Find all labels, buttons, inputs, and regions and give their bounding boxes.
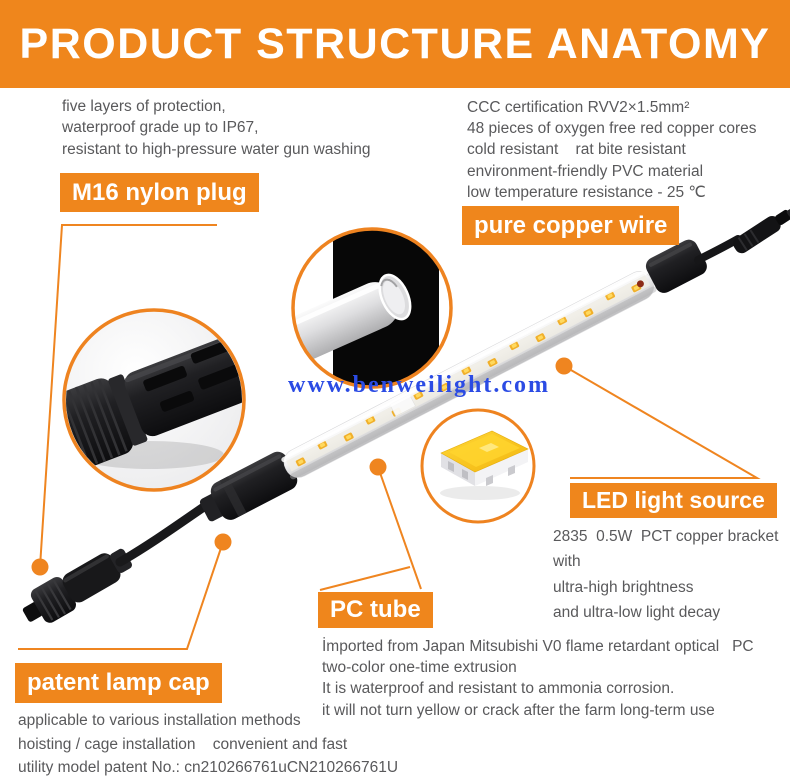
feature-line: two-color one-time extrusion: [322, 659, 517, 677]
right-connector-photo: [733, 208, 790, 254]
m16-plug-closeup-circle: [62, 308, 246, 492]
m16-plug-photo: [22, 548, 132, 623]
m16-nylon-plug-badge: M16 nylon plug: [60, 173, 259, 212]
feature-line: waterproof grade up to IP67,: [62, 119, 259, 137]
feature-line: applicable to various installation metho…: [18, 712, 301, 729]
watermark-text: www.benweilight.com: [288, 372, 550, 398]
patent-lamp-cap-badge: patent lamp cap: [15, 663, 222, 703]
led-chip-closeup-circle: [420, 408, 536, 524]
m16-leader-dot: [31, 558, 49, 576]
pc-tube-leader-line: [377, 466, 422, 590]
lamp-cap-leader-line: [18, 541, 224, 650]
led-source-description: 2835 0.5W PCT copper bracket with ultra-…: [553, 524, 790, 625]
header-banner: PRODUCT STRUCTURE ANATOMY: [0, 0, 790, 88]
led-leader-line: [563, 365, 761, 479]
pc-tube-description: İmported from Japan Mitsubishi V0 flame …: [322, 636, 754, 721]
led-tube-photo: [199, 239, 707, 522]
feature-line: environment-friendly PVC material: [467, 162, 704, 180]
left-cable: [115, 495, 219, 567]
lamp-cap-description: applicable to various installation metho…: [18, 709, 398, 780]
right-cable: [694, 235, 742, 264]
feature-line: five layers of protection,: [62, 98, 226, 115]
led-leader-dot: [555, 357, 573, 375]
feature-line: resistant to high-pressure water gun was…: [62, 140, 371, 158]
feature-line: ultra-high brightness: [553, 578, 694, 596]
pure-copper-wire-badge: pure copper wire: [462, 206, 680, 245]
feature-line: It is waterproof and resistant to ammoni…: [322, 680, 675, 698]
m16-plug-description: five layers of protection, waterproof gr…: [62, 96, 370, 160]
m16-leader-line: [39, 224, 217, 568]
pc-tube-leader-line2: [319, 566, 411, 591]
feature-line: utility model patent No.: cn210266761uCN…: [18, 759, 399, 777]
feature-line: low temperature resistance - 25 ℃: [467, 183, 706, 201]
pc-tube-badge: PC tube: [318, 592, 433, 628]
feature-line: İmported from Japan Mitsubishi V0 flame …: [322, 638, 754, 655]
page-title: PRODUCT STRUCTURE ANATOMY: [19, 19, 771, 68]
led-light-source-badge: LED light source: [570, 483, 777, 518]
leader-lines: [18, 224, 761, 650]
feature-line: hoisting / cage installation convenient …: [18, 735, 348, 753]
copper-wire-description: CCC certification RVV2×1.5mm² 48 pieces …: [467, 97, 757, 203]
lamp-cap-leader-dot: [214, 533, 232, 551]
feature-line: CCC certification RVV2×1.5mm²: [467, 99, 690, 116]
feature-line: and ultra-low light decay: [553, 603, 721, 621]
feature-line: it will not turn yellow or crack after t…: [322, 701, 715, 719]
feature-line: cold resistant rat bite resistant: [467, 141, 686, 159]
pc-tube-leader-dot: [369, 458, 387, 476]
pc-tube-closeup-circle: [291, 227, 453, 389]
feature-line: 2835 0.5W PCT copper bracket with: [553, 528, 783, 571]
feature-line: 48 pieces of oxygen free red copper core…: [467, 120, 757, 138]
